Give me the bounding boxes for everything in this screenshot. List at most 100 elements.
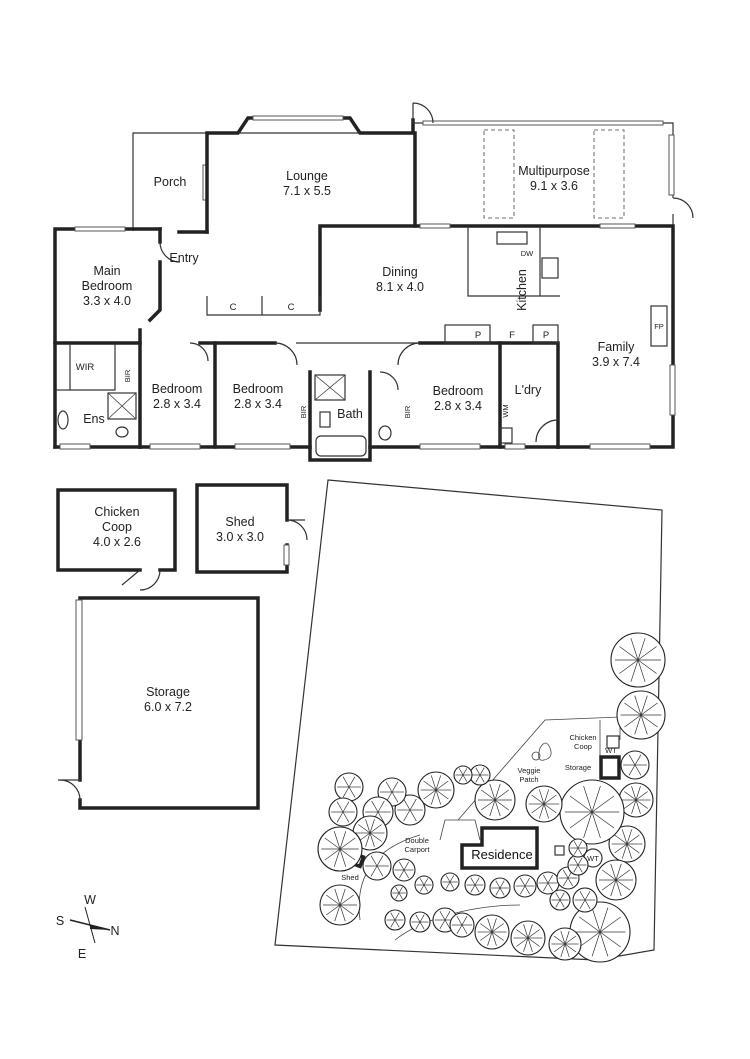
tree-spoke [584,890,591,901]
tree-spoke [543,882,549,892]
tree-spoke [527,937,533,952]
tree-spoke [458,768,464,776]
tree-spoke [555,899,561,908]
tree-spoke [559,899,565,908]
tree-spoke [435,780,449,791]
bath-label: Bath [337,407,363,421]
main-bedroom-size: 3.3 x 4.0 [83,294,131,308]
compass-w: W [84,893,96,907]
tree-spoke [419,878,425,886]
tree-spoke [516,937,529,947]
tree-spoke [527,924,533,939]
tree-spoke [624,714,642,728]
family-size: 3.9 x 7.4 [592,355,640,369]
dishwasher-label: DW [521,249,534,258]
tree-spoke [538,789,545,805]
tree-spoke [573,841,579,849]
tree-spoke [445,875,451,883]
tree-spoke [491,931,504,941]
tree-spoke [494,783,501,801]
tree-spoke [635,791,648,801]
compass-e: E [78,947,86,961]
tree-spoke [475,774,481,783]
tree-spoke [560,930,566,945]
tree-spoke [573,847,579,855]
tree-spoke [369,824,382,834]
tree-spoke [591,907,601,933]
tree-spoke [531,794,545,805]
tree-spoke [365,832,371,847]
tree-spoke [626,829,633,845]
tree-spoke [563,877,569,887]
tree-spoke [449,881,455,889]
shed-label: Shed [225,515,254,529]
site-residence-label: Residence [471,847,532,862]
site-chicken-label-1: Chicken [569,733,596,742]
tree-spoke [569,811,593,829]
tree-spoke [481,789,496,801]
family-label: Family [598,340,636,354]
tree-spoke [489,799,496,817]
tree-spoke [444,919,451,930]
site-wt-label-2: WT [587,854,599,863]
tree-spoke [342,786,350,798]
tree-spoke [333,848,341,867]
tree-spoke [403,798,411,811]
tree-spoke [491,923,504,933]
tree-spoke [628,764,636,776]
tree-spoke [634,764,642,776]
tree-spoke [543,803,550,819]
tree-spoke [494,799,509,811]
tree-spoke [403,869,409,879]
tree-spoke [479,767,485,776]
tree-spoke [531,803,545,814]
tree-spoke [543,789,550,805]
closet-label-2: C [288,302,295,313]
tree-spoke [538,803,545,819]
tree-spoke [390,919,396,928]
tree-spoke [481,799,496,811]
shed-size: 3.0 x 3.0 [216,530,264,544]
tree-spoke [499,887,505,896]
tree-spoke [640,702,658,716]
tree-spoke [547,882,553,892]
tree-spoke [377,811,385,824]
tree-spoke [474,884,480,893]
tree-spoke [487,918,493,933]
bedroom-2-label: Bedroom [152,382,203,396]
site-shed-label: Shed [341,873,359,882]
tree-spoke [624,799,637,809]
tree-spoke [445,881,451,889]
tree-spoke [577,857,583,866]
tree-spoke [385,781,393,793]
tree-spoke [336,811,344,823]
tree-spoke [461,915,468,926]
tree-spoke [615,869,630,881]
tree-spoke [524,885,530,895]
site-veggie-label-1: Veggie [518,766,541,775]
site-trees [317,632,666,963]
bir-label-1: BIR [123,369,132,382]
tree-spoke [489,783,496,801]
tree-spoke [449,875,455,883]
tree-spoke [615,879,622,897]
tree-spoke [342,801,350,813]
tree-spoke [614,843,628,854]
tree-spoke [475,767,481,776]
tree-spoke [628,754,636,766]
tree-spoke [491,918,497,933]
tree-spoke [376,865,384,877]
compass: W S N E [56,893,120,961]
tree-spoke [369,832,382,842]
tree-spoke [339,888,346,906]
entry-label: Entry [169,251,199,265]
tree-spoke [369,819,375,834]
kitchen-label: Kitchen [515,269,529,311]
fridge-label: F [509,330,515,341]
compass-s: S [56,914,64,928]
tree-spoke [543,803,557,814]
tree-spoke [621,843,628,859]
tree-spoke [599,907,609,933]
tree-spoke [553,935,566,945]
